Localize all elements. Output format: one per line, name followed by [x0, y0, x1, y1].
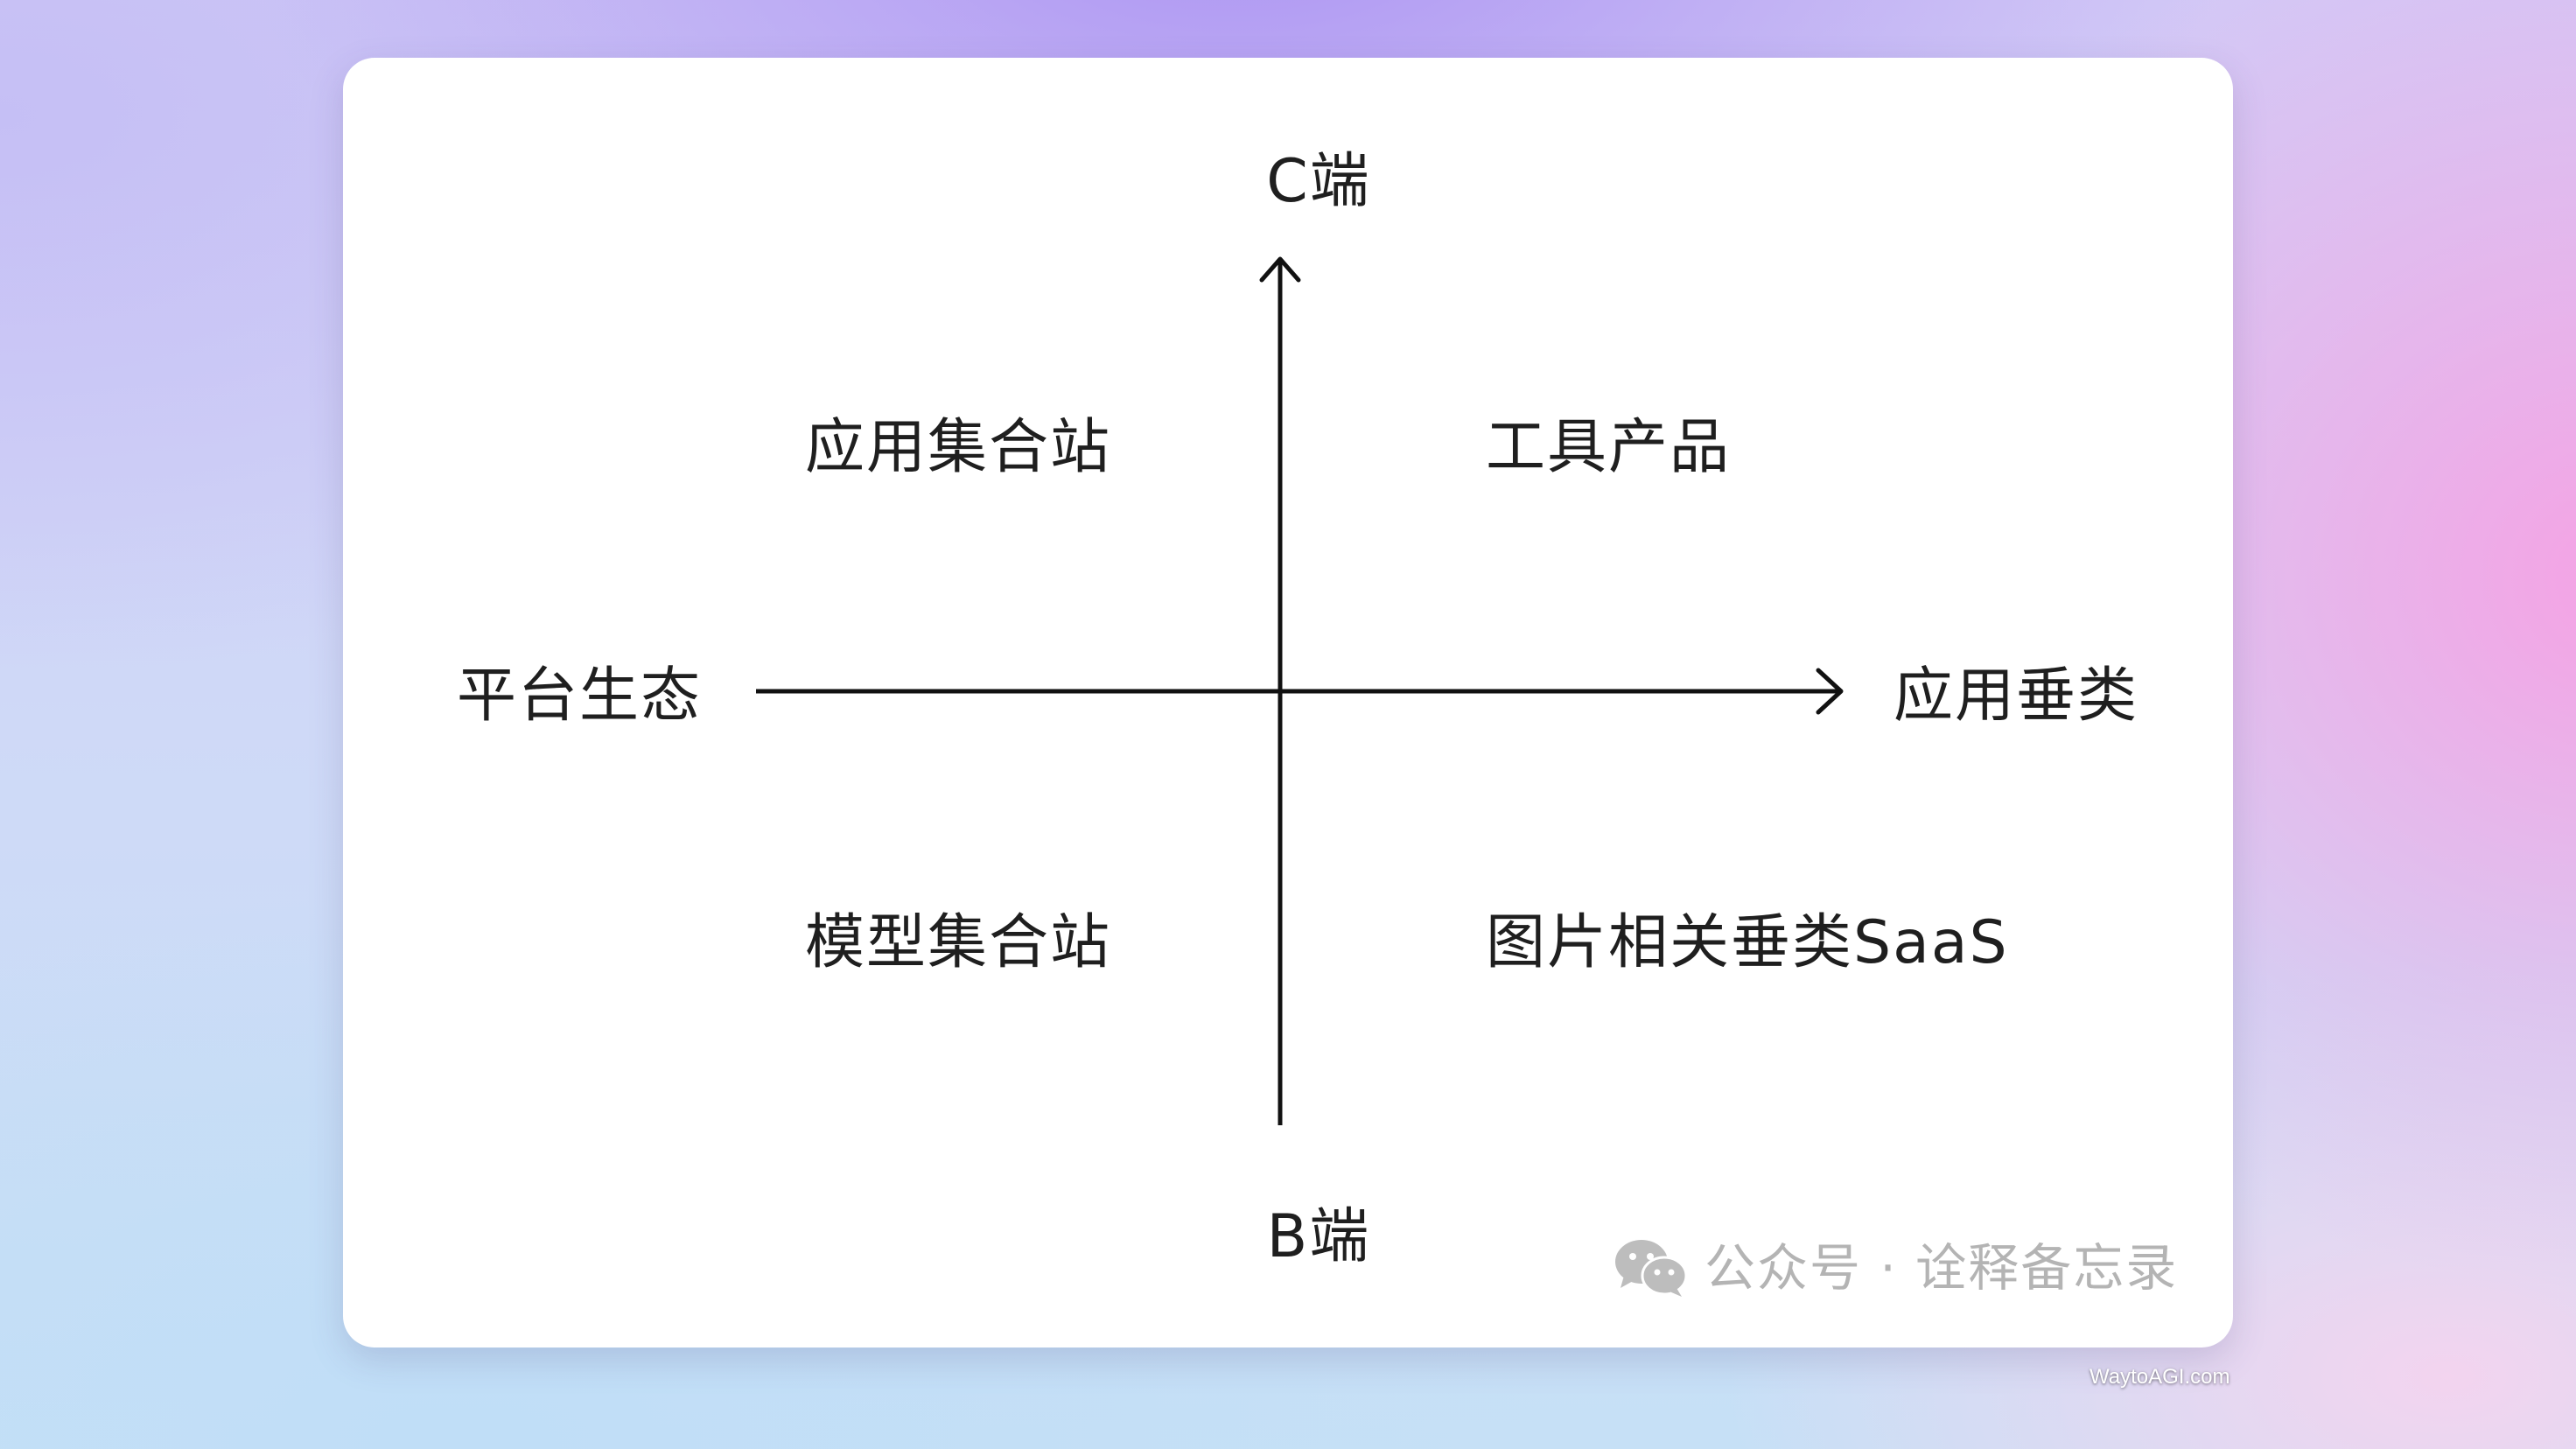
- right-arrowhead-icon: [1816, 668, 1844, 715]
- wechat-icon: [1615, 1240, 1688, 1297]
- axis-label-right: 应用垂类: [1894, 662, 2139, 731]
- axis-label-bottom: B端: [1266, 1202, 1371, 1271]
- watermark-text: 公众号 · 诠释备忘录: [1704, 1238, 2179, 1298]
- site-watermark: WaytoAGI.com: [2090, 1365, 2230, 1389]
- quadrant-bottom-left: 模型集合站: [805, 908, 1112, 977]
- diagram-card: C端 B端 平台生态 应用垂类 应用集合站 工具产品 模型集合站 图片相关垂类S…: [343, 58, 2233, 1348]
- wechat-watermark: 公众号 · 诠释备忘录: [1614, 1237, 2178, 1298]
- quadrant-top-left: 应用集合站: [805, 413, 1112, 482]
- quadrant-top-right: 工具产品: [1486, 413, 1732, 482]
- up-arrowhead-icon: [1259, 256, 1301, 283]
- quadrant-bottom-right: 图片相关垂类SaaS: [1486, 908, 2009, 977]
- axis-label-top: C端: [1266, 147, 1371, 216]
- axis-label-left: 平台生态: [457, 662, 703, 731]
- quadrant-axes: [756, 256, 1844, 1125]
